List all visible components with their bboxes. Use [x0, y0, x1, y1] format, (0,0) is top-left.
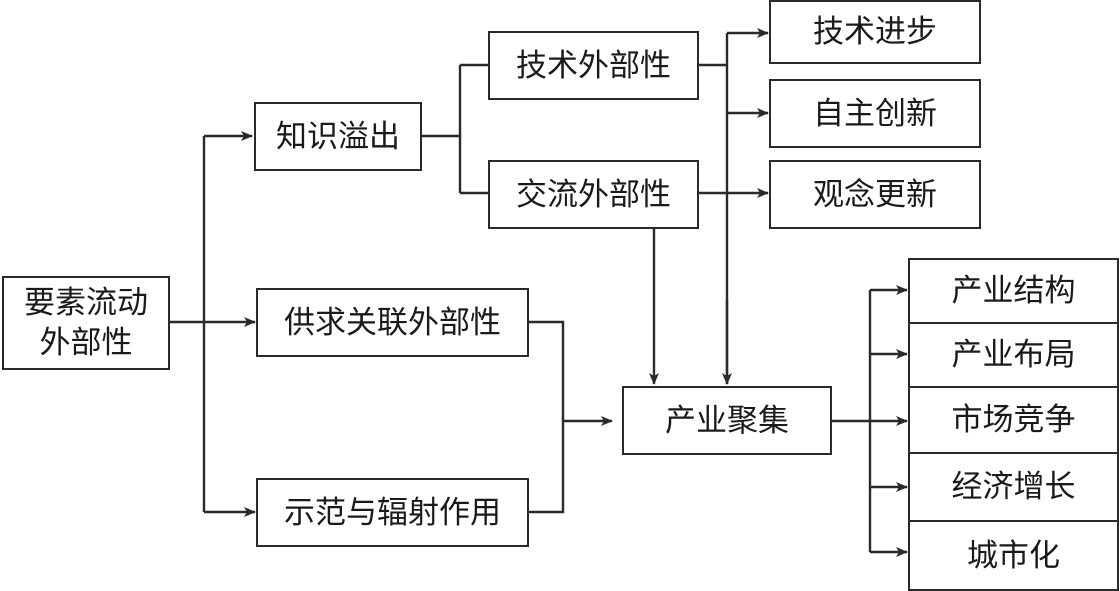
node-label-line1: 要素流动 — [24, 285, 148, 321]
node-label: 观念更新 — [813, 176, 937, 213]
node-label: 产业聚集 — [665, 402, 789, 439]
node-exchange-externality: 交流外部性 — [488, 160, 699, 229]
node-label: 市场竞争 — [951, 402, 1076, 438]
edge-merge-to-cluster — [528, 320, 612, 514]
edge-tech-branch — [698, 33, 729, 384]
node-label: 城市化 — [967, 537, 1060, 574]
node-label: 技术外部性 — [516, 47, 671, 84]
edge-knowledge-to-level3 — [422, 63, 488, 195]
node-industrial-structure: 产业结构 — [908, 258, 1119, 324]
node-label: 知识溢出 — [276, 118, 400, 155]
node-industrial-layout: 产业布局 — [908, 322, 1119, 388]
node-demonstration-radiation: 示范与辐射作用 — [256, 478, 529, 547]
node-economic-growth: 经济增长 — [908, 452, 1119, 522]
node-label: 产业结构 — [951, 273, 1076, 309]
node-independent-innovation: 自主创新 — [769, 79, 981, 148]
node-factor-flow-externality: 要素流动 外部性 — [2, 276, 170, 370]
node-tech-progress: 技术进步 — [769, 0, 981, 64]
node-label: 自主创新 — [813, 95, 937, 132]
node-label: 示范与辐射作用 — [284, 494, 501, 531]
node-label-line2: 外部性 — [39, 325, 133, 361]
node-label: 技术进步 — [813, 14, 937, 50]
node-knowledge-spillover: 知识溢出 — [254, 102, 422, 171]
node-supply-demand-externality: 供求关联外部性 — [256, 288, 529, 357]
node-label: 经济增长 — [951, 469, 1076, 505]
node-urbanization: 城市化 — [908, 520, 1119, 591]
node-industrial-cluster: 产业聚集 — [622, 386, 832, 455]
node-concept-update: 观念更新 — [769, 160, 981, 229]
node-label: 产业布局 — [951, 337, 1076, 373]
node-market-competition: 市场竞争 — [908, 386, 1119, 454]
node-tech-externality: 技术外部性 — [488, 31, 699, 100]
node-label: 交流外部性 — [516, 176, 671, 213]
node-label: 供求关联外部性 — [284, 304, 501, 341]
